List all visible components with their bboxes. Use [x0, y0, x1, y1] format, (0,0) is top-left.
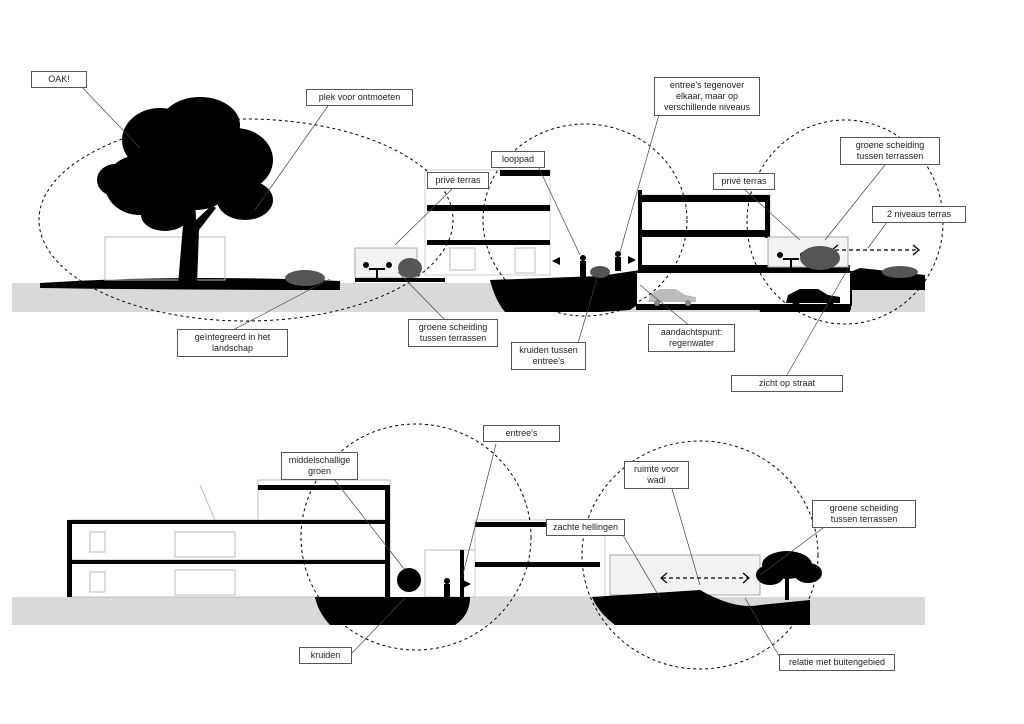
- car-icon: [786, 289, 840, 308]
- label-groene-scheiding-2: groene scheiding tussen terrassen: [840, 137, 940, 165]
- person-icon: [580, 255, 586, 277]
- label-entrees-tegenover: entree's tegenover elkaar, maar op versc…: [654, 77, 760, 116]
- garage-floor: [636, 305, 851, 310]
- label-ruimte-voor-wadi: ruimte voor wadi: [624, 461, 689, 489]
- label-prive-terras-1: privé terras: [427, 172, 489, 189]
- label-relatie-buitengebied: relatie met buitengebied: [779, 654, 895, 671]
- arrow-icon: [628, 256, 636, 264]
- shrub-icon: [285, 246, 918, 286]
- car-icon: [648, 289, 696, 306]
- shrub-icon: [397, 568, 421, 592]
- terrace-deck-1: [355, 278, 445, 282]
- label-middelschallig: middelschallige groen: [281, 452, 358, 480]
- leader-lines-bottom: [332, 443, 828, 662]
- bottom-section: [12, 423, 925, 670]
- leader-lines-top: [77, 82, 891, 376]
- wall: [67, 520, 72, 597]
- label-groene-scheiding-3: groene scheiding tussen terrassen: [812, 500, 916, 528]
- label-oak: OAK!: [31, 71, 87, 88]
- person-icon: [444, 578, 450, 598]
- building-right: [638, 190, 850, 272]
- terrain-bottom-right: [592, 590, 810, 625]
- building-mid: [424, 169, 551, 276]
- house-outline-left: [104, 236, 226, 281]
- label-zicht-op-straat: zicht op straat: [731, 375, 843, 392]
- label-zachte-hellingen: zachte hellingen: [546, 519, 625, 536]
- table-chairs-icon: [363, 262, 392, 278]
- label-geintegreerd: geïntegreerd in het landschap: [177, 329, 288, 357]
- oak-tree-icon: [97, 97, 273, 285]
- arrow-icon: [463, 580, 471, 588]
- building-bottom-left: [69, 479, 391, 598]
- label-aandachtspunt: aandachtspunt: regenwater: [648, 324, 735, 352]
- label-prive-terras-2: privé terras: [713, 173, 775, 190]
- floor-slab: [70, 560, 390, 564]
- arrow-icon: [660, 572, 750, 584]
- label-plek-voor-ontmoeten: plek voor ontmoeten: [306, 89, 413, 106]
- floor-slab: [258, 485, 390, 490]
- person-icon: [615, 251, 621, 271]
- label-groene-scheiding-1: groene scheiding tussen terrassen: [408, 319, 498, 347]
- label-kruiden-tussen: kruiden tussen entree's: [511, 342, 586, 370]
- floor-slab: [70, 520, 390, 524]
- label-kruiden: kruiden: [299, 647, 352, 664]
- terrace-screen-3: [609, 554, 761, 596]
- wall: [385, 485, 390, 597]
- focus-circles-bottom: [300, 423, 819, 670]
- top-section: [12, 82, 944, 376]
- label-looppad: looppad: [491, 151, 545, 168]
- arrow-icon: [552, 257, 560, 265]
- label-entrees: entree's: [483, 425, 560, 442]
- label-2-niveaus-terras: 2 niveaus terras: [872, 206, 966, 223]
- tree-icon: [756, 551, 822, 600]
- terrain-top-mid: [490, 270, 640, 312]
